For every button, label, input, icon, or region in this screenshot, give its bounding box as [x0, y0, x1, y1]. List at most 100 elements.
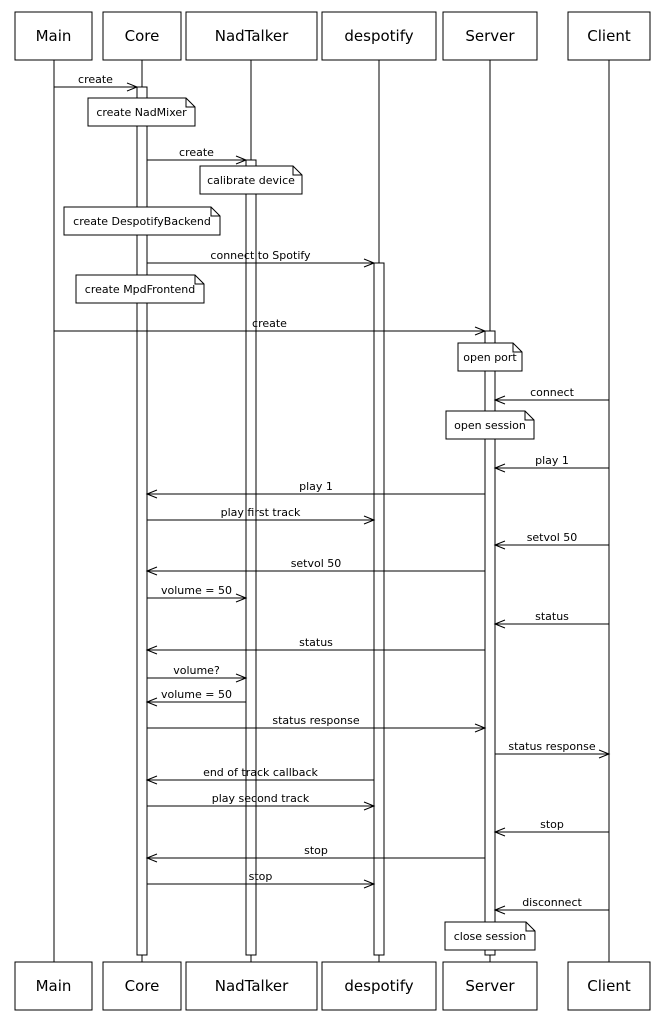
note-fold-icon: [194, 275, 204, 285]
arrowhead-icon: [493, 619, 506, 629]
note-fold-icon: [292, 166, 302, 176]
message-core-to-nadtalker: volume?: [147, 664, 248, 683]
message-label: status: [535, 610, 569, 623]
participant-box: [442, 11, 538, 61]
arrowhead-icon: [145, 853, 158, 863]
participant-label: Main: [36, 977, 72, 995]
message-label: connect: [530, 386, 575, 399]
message-core-to-despotify: connect to Spotify: [147, 249, 376, 268]
message-core-to-server: status response: [147, 714, 487, 733]
activation-core: [136, 86, 148, 956]
arrowhead-icon: [145, 566, 158, 576]
participant-box: [14, 961, 93, 1011]
arrowhead-icon: [145, 697, 158, 707]
note-fold-icon: [524, 411, 534, 421]
participant-bottom-nadtalker: NadTalker: [185, 961, 318, 1011]
message-server-to-core: setvol 50: [145, 557, 485, 576]
participant-top-server: Server: [442, 11, 538, 61]
participant-box: [442, 961, 538, 1011]
message-nadtalker-to-core: volume = 50: [145, 688, 246, 707]
participant-label: Core: [125, 27, 160, 45]
message-server-to-core: stop: [145, 844, 485, 863]
message-label: create: [78, 73, 113, 86]
message-server-to-core: status: [145, 636, 485, 655]
message-client-to-server: setvol 50: [493, 531, 609, 550]
participant-box: [567, 11, 651, 61]
arrowhead-icon: [363, 515, 376, 525]
message-label: play 1: [535, 454, 569, 467]
message-label: volume = 50: [161, 688, 232, 701]
participant-box: [102, 961, 182, 1011]
participant-top-core: Core: [102, 11, 182, 61]
message-label: disconnect: [522, 896, 582, 909]
arrowhead-icon: [126, 82, 139, 92]
message-client-to-server: disconnect: [493, 896, 609, 915]
participant-box: [567, 961, 651, 1011]
participant-box: [14, 11, 93, 61]
note-label: open port: [463, 351, 517, 364]
message-label: play 1: [299, 480, 333, 493]
note-label: create NadMixer: [96, 106, 187, 119]
note-box: [199, 165, 303, 195]
note-box: [63, 206, 221, 236]
participant-box: [185, 961, 318, 1011]
participant-box: [321, 11, 437, 61]
note-fold-icon: [185, 98, 195, 108]
arrowhead-icon: [145, 489, 158, 499]
arrowhead-icon: [235, 155, 248, 165]
activation-server: [484, 330, 496, 956]
arrowhead-icon: [493, 463, 506, 473]
participant-top-despotify: despotify: [321, 11, 437, 61]
arrowhead-icon: [145, 775, 158, 785]
message-label: volume = 50: [161, 584, 232, 597]
note: open port: [457, 342, 523, 372]
message-label: stop: [304, 844, 328, 857]
message-despotify-to-core: end of track callback: [145, 766, 374, 785]
message-core-to-despotify: stop: [147, 870, 376, 889]
note: create MpdFrontend: [75, 274, 205, 304]
note-label: open session: [454, 419, 526, 432]
participant-top-nadtalker: NadTalker: [185, 11, 318, 61]
arrowhead-icon: [493, 905, 506, 915]
note-box: [87, 97, 196, 127]
participant-box: [185, 11, 318, 61]
participant-label: Server: [465, 977, 515, 995]
message-label: volume?: [173, 664, 220, 677]
note-label: create MpdFrontend: [85, 283, 195, 296]
message-core-to-despotify: play first track: [147, 506, 376, 525]
message-core-to-despotify: play second track: [147, 792, 376, 811]
activation-despotify: [373, 262, 385, 956]
message-core-to-nadtalker: volume = 50: [147, 584, 248, 603]
arrowhead-icon: [493, 540, 506, 550]
message-server-to-client: status response: [495, 740, 611, 759]
message-main-to-server: create: [54, 317, 487, 336]
message-label: end of track callback: [203, 766, 318, 779]
message-label: setvol 50: [291, 557, 342, 570]
note: close session: [444, 921, 536, 951]
message-main-to-core: create: [54, 73, 139, 92]
arrowhead-icon: [474, 326, 487, 336]
message-label: status: [299, 636, 333, 649]
message-label: status response: [272, 714, 359, 727]
message-label: play first track: [221, 506, 301, 519]
participant-label: despotify: [344, 977, 413, 995]
note: create NadMixer: [87, 97, 196, 127]
arrowhead-icon: [363, 258, 376, 268]
participant-bottom-server: Server: [442, 961, 538, 1011]
arrowhead-icon: [598, 749, 611, 759]
arrowhead-icon: [145, 645, 158, 655]
message-core-to-nadtalker: create: [147, 146, 248, 165]
message-label: create: [179, 146, 214, 159]
participant-top-client: Client: [567, 11, 651, 61]
arrowhead-icon: [493, 827, 506, 837]
participant-label: NadTalker: [215, 977, 289, 995]
message-label: stop: [540, 818, 564, 831]
participant-box: [321, 961, 437, 1011]
note: create DespotifyBackend: [63, 206, 221, 236]
participant-label: Server: [465, 27, 515, 45]
note-box: [75, 274, 205, 304]
note-label: create DespotifyBackend: [73, 215, 211, 228]
note-label: close session: [454, 930, 527, 943]
